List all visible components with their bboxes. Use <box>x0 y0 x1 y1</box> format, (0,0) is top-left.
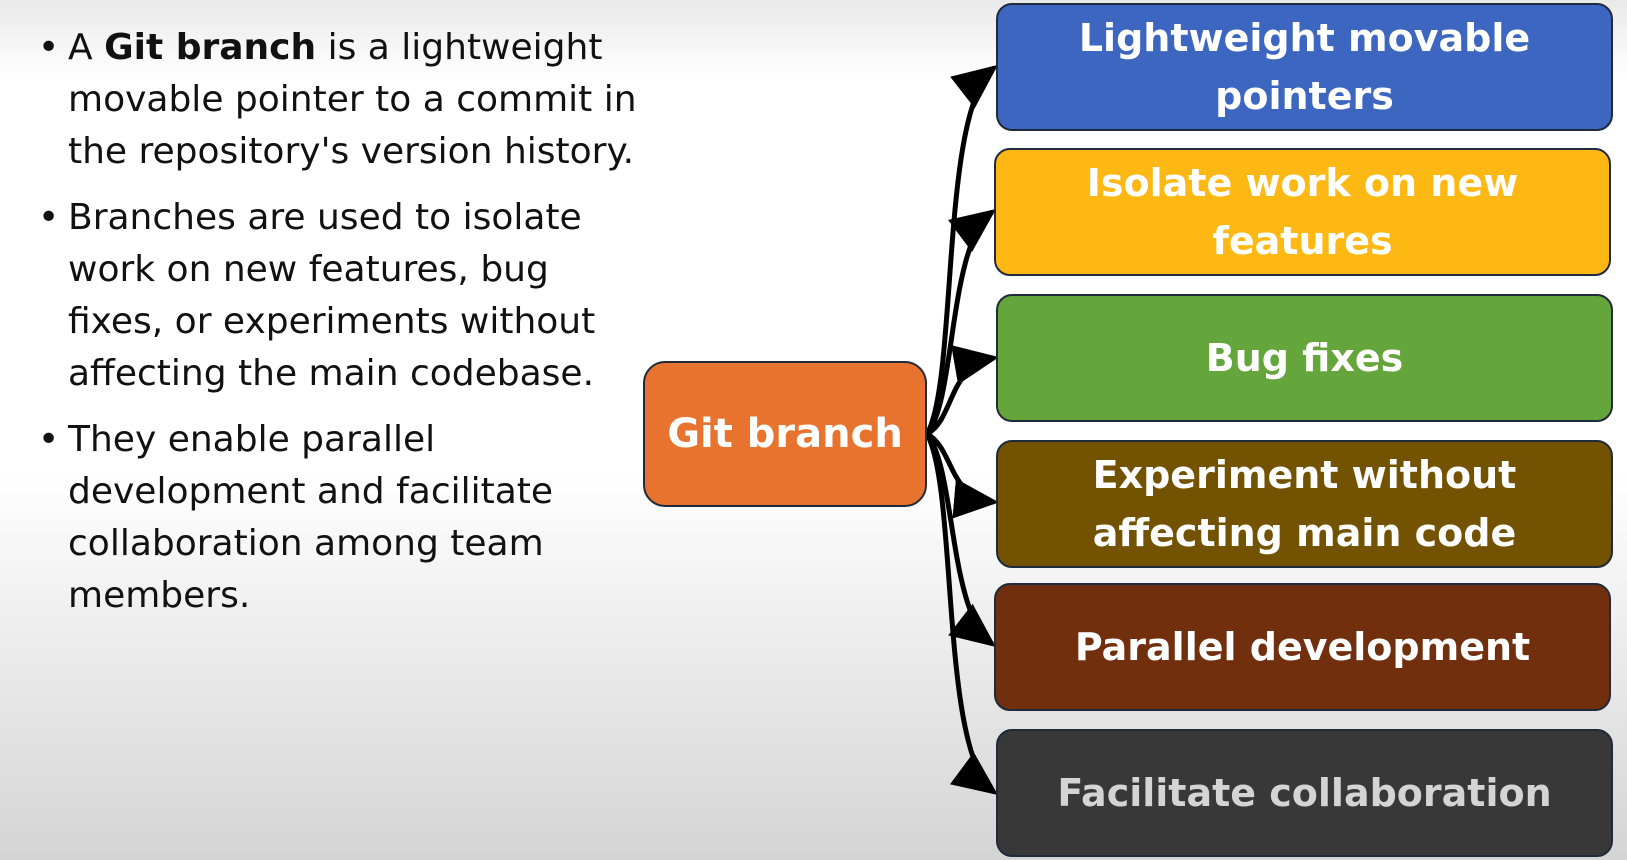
bullet-dot: • <box>38 27 60 68</box>
bullet-item-usage: • Branches are used to isolate work on n… <box>30 192 640 400</box>
connector-arrow-3 <box>925 345 999 437</box>
connector-arrow-5 <box>924 432 996 648</box>
branch-node-label: Isolate work on new features <box>1086 161 1519 263</box>
bullet-item-benefits: • They enable parallel development and f… <box>30 414 640 622</box>
branch-node-bug-fixes: Bug fixes <box>996 294 1613 422</box>
bullet-item-definition: • A Git branch is a lightweight movable … <box>30 22 640 178</box>
connector-arrow-6 <box>924 432 999 795</box>
bullet-text: They enable parallel development and fac… <box>68 419 554 616</box>
bullet-text: Branches are used to isolate work on new… <box>68 197 596 394</box>
branch-node-label: Facilitate collaboration <box>1057 771 1552 815</box>
center-node-label: Git branch <box>667 411 903 457</box>
bullet-text-suffix: is a lightweight movable pointer to a co… <box>68 27 637 172</box>
bullet-dot: • <box>38 419 60 460</box>
bullet-text-bold: Git branch <box>104 27 317 68</box>
branch-node-label: Bug fixes <box>1205 336 1404 380</box>
branch-node-label: Lightweight movable pointers <box>1078 16 1531 118</box>
connector-arrow-4 <box>925 431 999 519</box>
branch-node-label: Parallel development <box>1074 625 1531 669</box>
branch-node-facilitate-collaboration: Facilitate collaboration <box>996 729 1613 857</box>
branch-node-isolate-work: Isolate work on new features <box>994 148 1611 276</box>
branch-node-lightweight-pointers: Lightweight movable pointers <box>996 3 1613 131</box>
branch-node-parallel-development: Parallel development <box>994 583 1611 711</box>
branch-node-label: Experiment without affecting main code <box>1092 453 1517 555</box>
branch-node-experiment: Experiment without affecting main code <box>996 440 1613 568</box>
bullet-dot: • <box>38 197 60 238</box>
center-node-git-branch: Git branch <box>643 361 927 507</box>
bullet-text-prefix: A <box>68 27 105 68</box>
connector-arrow-2 <box>924 208 996 436</box>
bullet-list: • A Git branch is a lightweight movable … <box>30 22 640 636</box>
